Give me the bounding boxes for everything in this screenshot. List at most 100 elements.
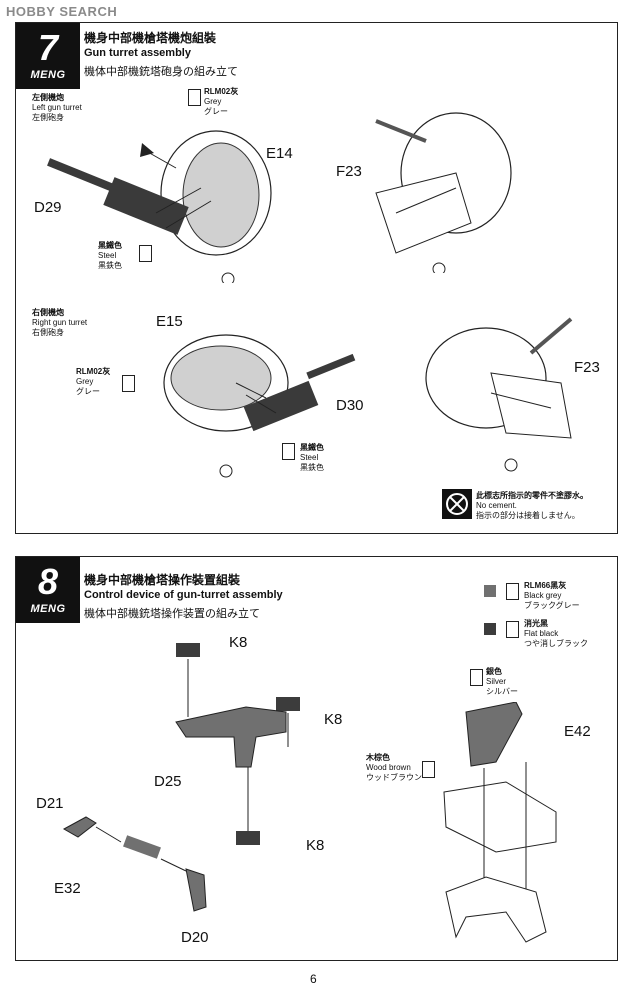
wood-cn: 木棕色 (366, 753, 390, 762)
no-cement-legend: 此標志所指示的零件不塗膠水。 No cement. 指示の部分は接着しません。 (476, 491, 588, 521)
grey-jp: グレー (204, 107, 228, 116)
step-8-badge: 8 MENG (16, 557, 80, 623)
assembly-arrow (235, 382, 267, 399)
wood-en: Wood brown (366, 763, 411, 772)
assembly-arrow (165, 200, 212, 229)
paint-brush-icon (188, 89, 201, 106)
grey-paint-label: RLM02灰 Grey グレー (204, 87, 238, 117)
k8-part (176, 643, 200, 657)
left-turret-en: Left gun turret (32, 103, 82, 112)
step-7-title-jp: 機体中部機銃塔砲身の組み立て (84, 66, 238, 78)
frame-top (443, 781, 557, 853)
paint-brush-icon (122, 375, 135, 392)
part-d29: D29 (34, 199, 62, 216)
step-8-number: 8 (37, 561, 59, 602)
color-swatch-flat-black (484, 623, 496, 635)
d29-gun-barrel (47, 158, 115, 192)
f23-bracket (490, 372, 572, 439)
paint-brush-icon (470, 669, 483, 686)
legend-black-grey: RLM66黑灰 Black grey ブラックグレー (524, 581, 580, 611)
d30-gun-body (243, 380, 319, 432)
page-number: 6 (310, 972, 317, 986)
right-turret-diagram (163, 334, 356, 478)
step-7-number: 7 (37, 27, 59, 68)
no-cement-en: No cement. (476, 501, 517, 510)
d21-part (62, 816, 97, 838)
paint-brush-icon (506, 621, 519, 638)
step-8-title-jp: 機体中部機銃塔操作装置の組み立て (84, 608, 260, 620)
gun-barrel (529, 317, 573, 355)
step-7-title-cn: 機身中部機槍塔機炮組裝 (84, 31, 217, 45)
legend-black-grey-jp: ブラックグレー (524, 601, 580, 610)
assembly-arrow (160, 858, 187, 872)
grey-paint-label-lower: RLM02灰 Grey グレー (76, 367, 110, 397)
no-cement-legend-icon (442, 489, 472, 519)
wood-paint-label: 木棕色 Wood brown ウッドブラウン (366, 753, 422, 783)
part-e14: E14 (266, 145, 293, 162)
left-turret-jp: 左側砲身 (32, 113, 64, 122)
silver-en: Silver (486, 677, 507, 686)
legend-flat-black-jp: つや消しブラック (524, 639, 588, 648)
right-turret-jp: 右側砲身 (32, 328, 64, 337)
grey-en: Grey (76, 377, 94, 386)
legend-black-grey-en: Black grey (524, 591, 562, 600)
right-turret-cn: 右側機炮 (32, 308, 64, 317)
assembly-arrow (145, 150, 177, 169)
no-cement-icon (432, 262, 446, 273)
e32-shaft (123, 835, 161, 859)
f23-bracket (375, 172, 472, 254)
assembly-arrow (490, 392, 552, 409)
gun-barrel (375, 119, 427, 143)
control-frame-diagram (175, 643, 300, 845)
d20-part (185, 868, 207, 912)
legend-flat-black-en: Flat black (524, 629, 559, 638)
right-turret-label: 右側機炮 Right gun turret 右側砲身 (32, 308, 87, 338)
part-f23-lower: F23 (574, 359, 600, 376)
meng-logo: MENG (30, 69, 66, 81)
f23-diagram-right (425, 317, 573, 472)
steel-paint-label-lower: 黑鐵色 Steel 黒鉄色 (300, 443, 324, 473)
steel-cn: 黑鐵色 (98, 241, 122, 250)
step-7-badge: 7 MENG (16, 23, 80, 89)
steel-en: Steel (300, 453, 319, 462)
part-e32: E32 (54, 880, 81, 897)
k8-part (276, 697, 300, 711)
step-8-title-en: Control device of gun-turret assembly (84, 589, 283, 601)
right-turret-en: Right gun turret (32, 318, 88, 327)
paint-brush-icon (282, 443, 295, 460)
part-f23-upper: F23 (336, 163, 362, 180)
steel-en: Steel (98, 251, 117, 260)
d25-frame (175, 706, 287, 768)
step-8-panel: 8 MENG 機身中部機槍塔操作裝置組裝 Control device of g… (15, 556, 618, 961)
assembly-arrow (155, 187, 202, 214)
paint-brush-icon (506, 583, 519, 600)
silver-jp: シルバー (486, 687, 518, 696)
e42-handle (465, 702, 523, 767)
k8-part (236, 831, 260, 845)
base-frame (445, 876, 547, 943)
legend-flat-black-cn: 消光黑 (524, 619, 548, 628)
step-7-panel: 7 MENG 機身中部機槍塔機炮組裝 Gun turret assembly 機… (15, 22, 618, 534)
steel-jp: 黒鉄色 (98, 261, 122, 270)
part-k8-right: K8 (324, 711, 343, 728)
part-e15: E15 (156, 313, 183, 330)
d29-gun-body (103, 177, 189, 235)
grey-jp: グレー (76, 387, 100, 396)
part-d21: D21 (36, 795, 64, 812)
no-cement-icon (504, 458, 518, 472)
steel-jp: 黒鉄色 (300, 463, 324, 472)
grey-cn: RLM02灰 (76, 367, 111, 376)
paint-brush-icon (422, 761, 435, 778)
steel-cn: 黑鐵色 (300, 443, 324, 452)
left-turret-diagram (47, 130, 272, 283)
silver-cn: 銀色 (486, 667, 502, 676)
legend-black-grey-cn: RLM66黑灰 (524, 581, 567, 590)
meng-logo: MENG (30, 603, 66, 615)
part-d25: D25 (154, 773, 182, 790)
e14-turret-inner (182, 142, 260, 248)
part-k8-top: K8 (229, 634, 248, 651)
left-turret-label: 左側機炮 Left gun turret 左側砲身 (32, 93, 82, 123)
f23-diagram-left (375, 112, 512, 273)
no-cement-icon (221, 272, 235, 283)
d30-gun-barrel (306, 353, 356, 380)
